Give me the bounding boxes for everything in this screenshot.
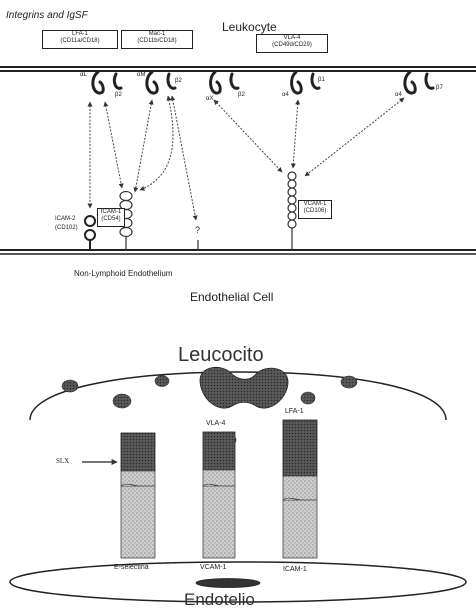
vcam1-molecule <box>288 172 296 250</box>
subunit-label: β2 <box>175 78 182 84</box>
leukocyte-membrane <box>0 67 476 71</box>
icam1-label-box: ICAM-1 (CD54) <box>97 208 125 227</box>
integrin-hook-a4b7 <box>405 72 433 93</box>
vcam1-cd: (CD106) <box>299 208 331 215</box>
slx-label: SLX <box>56 458 69 465</box>
subunit-label: α4 <box>282 92 289 98</box>
subunit-label: β2 <box>115 92 122 98</box>
leukocyte-receptors <box>121 420 317 476</box>
mac1-name: Mac-1 <box>122 31 192 38</box>
subunit-label: αM <box>137 72 145 78</box>
subunit-label: αL <box>80 72 87 78</box>
vla4-name: VLA-4 <box>257 35 327 42</box>
endothelium-label: Non-Lymphoid Endothelium <box>74 270 172 278</box>
lfa1-molecule-label: LFA-1 <box>285 408 304 415</box>
icam2-molecule <box>85 216 95 250</box>
icam1-name: ICAM-1 <box>98 209 124 216</box>
vcam1-molecule-label: VCAM-1 <box>200 564 226 571</box>
vla4-label-box: VLA-4 (CD49d/CD29) <box>256 34 328 53</box>
subunit-label: β1 <box>318 77 325 83</box>
integrin-hook-mac1 <box>147 72 175 93</box>
leukocyte-nucleus <box>200 367 288 408</box>
unknown-ligand-mark: ? <box>195 226 200 235</box>
subunit-label: β2 <box>238 92 245 98</box>
vcam1-label-box: VCAM-1 (CD106) <box>298 200 332 219</box>
lfa1-cd: (CD11a/CD18) <box>43 38 117 45</box>
bottom-cell-label-leucocito: Leucocito <box>178 345 264 365</box>
integrin-hook-lfa1 <box>93 72 121 93</box>
vcam1-name: VCAM-1 <box>299 201 331 208</box>
integrin-hook-vla4 <box>292 72 319 93</box>
icam2-name: ICAM-2 <box>55 216 75 222</box>
top-diagram-header: Integrins and IgSF <box>6 11 88 21</box>
endothelium-membrane <box>0 250 476 254</box>
icam2-cd: (CD102) <box>55 225 78 231</box>
vla4-molecule-label: VLA-4 <box>206 420 225 427</box>
top-cell-label-leukocyte: Leukocyte <box>222 21 277 33</box>
icam1-molecule-label: ICAM-1 <box>283 566 307 573</box>
integrin-hook-ax <box>211 72 238 93</box>
vla4-cd: (CD49d/CD29) <box>257 42 327 49</box>
icam1-cd: (CD54) <box>98 216 124 223</box>
subunit-label: β7 <box>436 85 443 91</box>
bottom-cell-label-endotelio: Endotelio <box>184 591 255 608</box>
subunit-label: α4 <box>395 92 402 98</box>
interaction-arrows <box>90 96 404 220</box>
lfa1-name: LFA-1 <box>43 31 117 38</box>
subunit-label: αX <box>206 96 213 102</box>
lfa1-label-box: LFA-1 (CD11a/CD18) <box>42 30 118 49</box>
mac1-label-box: Mac-1 (CD11b/CD18) <box>121 30 193 49</box>
e-selectina-label: E-selectina <box>114 564 149 571</box>
mac1-cd: (CD11b/CD18) <box>122 38 192 45</box>
top-cell-label-endothelial: Endothelial Cell <box>190 291 273 303</box>
endothelial-nucleus <box>196 579 260 588</box>
